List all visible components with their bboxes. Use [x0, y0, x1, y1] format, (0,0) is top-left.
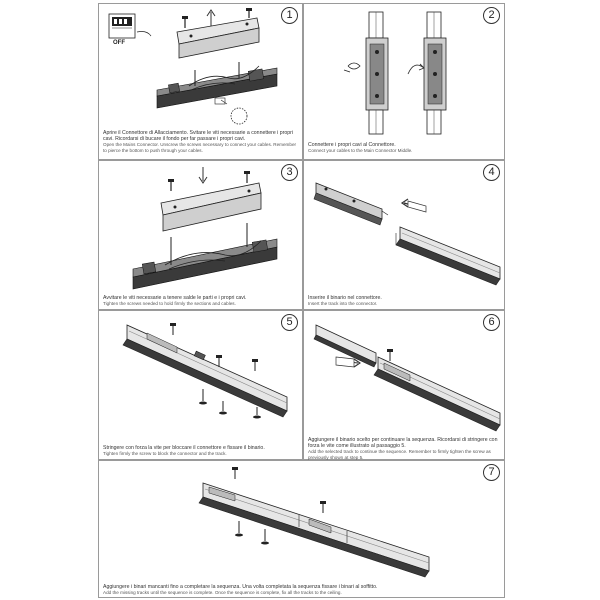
step-7-illustration — [198, 467, 430, 578]
caption-italian: Aggiungere il binario scelto per continu… — [308, 437, 498, 450]
caption-english: Connect your cables to the Main Connecto… — [308, 148, 413, 154]
step-number: 4 — [483, 164, 500, 181]
connector-icon — [313, 182, 389, 226]
connector-right-icon — [423, 11, 447, 135]
step-5-illustration — [122, 323, 288, 419]
cable-twist-icon — [343, 62, 361, 73]
step-number: 5 — [281, 314, 298, 331]
step-number: 1 — [281, 7, 298, 24]
arrow-curved-icon — [407, 64, 425, 75]
caption-english: Tighten firmly the screw to block the co… — [103, 451, 227, 457]
step-caption: Aggiungere i binari mancanti fino a comp… — [103, 584, 500, 596]
track-icon — [373, 356, 501, 432]
step-caption: Aggiungere il binario scelto per continu… — [308, 437, 500, 461]
switch-off-label: OFF — [113, 40, 125, 46]
step-caption: Inserire il binario nel connettore. Inse… — [308, 295, 500, 307]
caption-italian: Aprire il Connettore di Allacciamento. S… — [103, 130, 294, 143]
step-caption: Avvitare le viti necessarie a tenere sal… — [103, 295, 298, 307]
step-6-illustration — [313, 324, 501, 432]
track-icon — [198, 482, 430, 578]
step-panel-3: 3 Avvitare le viti necessarie a tenere s… — [98, 160, 303, 310]
connector-left-icon — [365, 11, 389, 135]
caption-italian: Connettere i propri cavi al Connettore. — [308, 142, 396, 148]
step-number: 3 — [281, 164, 298, 181]
step-caption: Aprire il Connettore di Allacciamento. S… — [103, 130, 298, 154]
screw-icon — [182, 8, 252, 28]
arrow-up-icon — [206, 9, 216, 26]
caption-english: Insert the track into the connector. — [308, 301, 378, 307]
power-switch-icon — [108, 13, 136, 39]
step-panel-7: 7 Aggiungere i binari mancanti fino a co… — [98, 460, 505, 598]
knockout-hole-icon — [214, 97, 248, 125]
step-panel-2: 2 Connettere i propri cavi al Connettore… — [303, 3, 505, 160]
screw-icon — [168, 171, 250, 191]
step-4-illustration — [313, 182, 501, 286]
step-caption: Connettere i propri cavi al Connettore. … — [308, 142, 500, 154]
caption-italian: Inserire il binario nel connettore. — [308, 295, 382, 301]
step-3-illustration — [132, 167, 278, 290]
step-number: 6 — [483, 314, 500, 331]
caption-english: Open the Mains Connector. Unscrew the sc… — [103, 142, 297, 153]
connector-base-icon — [156, 62, 278, 109]
connector-cover-icon — [176, 17, 260, 59]
connector-base-icon — [132, 223, 278, 290]
step-caption: Stringere con forza la vite per bloccare… — [103, 445, 298, 457]
step-number: 7 — [483, 464, 500, 481]
screw-icon — [170, 323, 258, 371]
track-segment-icon — [313, 324, 377, 368]
caption-english: Add the selected track to continue the s… — [308, 449, 491, 460]
step-panel-4: 4 Inserire il binario nel connettore. In… — [303, 160, 505, 310]
arrow-down-icon — [198, 167, 208, 184]
step-panel-5: 5 Stringere con forza la vite per blocca… — [98, 310, 303, 460]
step-number: 2 — [483, 7, 500, 24]
ceiling-anchor-icon — [199, 389, 261, 419]
screw-icon — [387, 349, 393, 361]
hand-icon — [136, 31, 152, 37]
caption-italian: Avvitare le viti necessarie a tenere sal… — [103, 295, 247, 301]
caption-english: Add the missing tracks until the sequenc… — [103, 590, 342, 596]
step-2-illustration — [343, 11, 447, 135]
step-1-illustration — [108, 8, 278, 125]
caption-english: Tighten the screws needed to hold firmly… — [103, 301, 236, 307]
caption-italian: Aggiungere i binari mancanti fino a comp… — [103, 584, 378, 590]
connector-cover-icon — [160, 182, 262, 232]
track-icon — [395, 226, 501, 286]
ceiling-anchor-icon — [235, 521, 269, 545]
step-panel-1: 1 OFF Aprire il Connettore di Allacciame… — [98, 3, 303, 160]
caption-italian: Stringere con forza la vite per bloccare… — [103, 445, 265, 451]
screw-icon — [232, 467, 326, 513]
step-panel-6: 6 Aggiungere il binario scelto per conti… — [303, 310, 505, 460]
track-icon — [122, 324, 288, 418]
